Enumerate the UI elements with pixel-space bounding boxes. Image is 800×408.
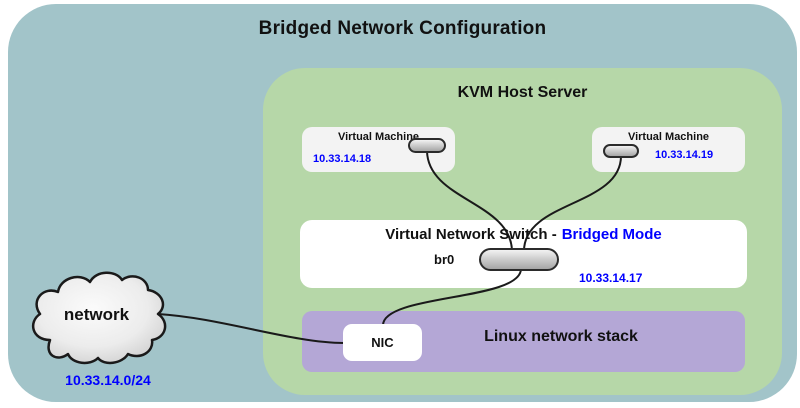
physical-nic-label: NIC bbox=[371, 335, 394, 350]
vm2-vnic-icon bbox=[603, 144, 639, 158]
virtual-switch-mode: Bridged Mode bbox=[561, 226, 662, 243]
physical-nic-box: NIC bbox=[343, 324, 422, 361]
external-subnet-label: 10.33.14.0/24 bbox=[65, 372, 151, 388]
vm2-ip: 10.33.14.19 bbox=[655, 149, 714, 161]
vm1-label: Virtual Machine bbox=[337, 131, 420, 143]
bridge-port-icon bbox=[479, 248, 559, 271]
kvm-host-title: KVM Host Server bbox=[457, 84, 588, 101]
bridge-ip: 10.33.14.17 bbox=[579, 271, 643, 285]
network-cloud-label: network bbox=[63, 305, 130, 324]
diagram-title: Bridged Network Configuration bbox=[258, 18, 547, 39]
virtual-switch-title-black: Virtual Network Switch - bbox=[385, 226, 557, 243]
vm1-vnic-icon bbox=[408, 138, 446, 153]
virtual-switch-title: Virtual Network Switch -Bridged Mode bbox=[300, 226, 747, 243]
linux-network-stack-label: Linux network stack bbox=[484, 328, 638, 345]
bridge-interface-label: br0 bbox=[434, 252, 455, 267]
vm2-label: Virtual Machine bbox=[627, 131, 710, 143]
vm1-ip: 10.33.14.18 bbox=[313, 153, 372, 165]
